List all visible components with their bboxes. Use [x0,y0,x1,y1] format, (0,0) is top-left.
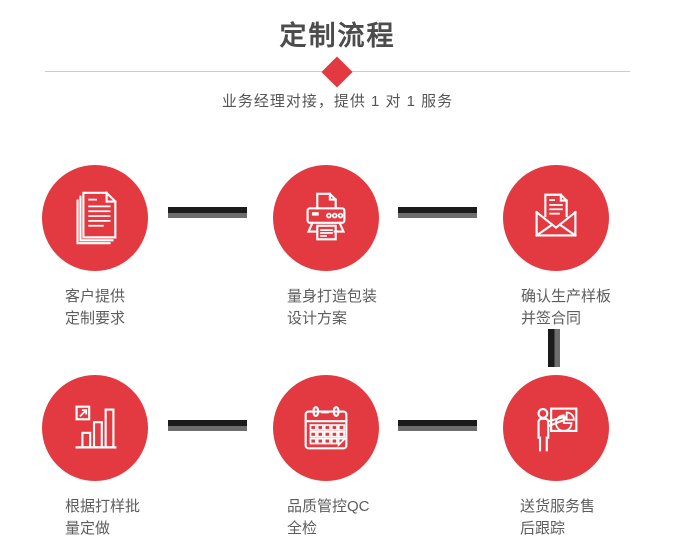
page-title: 定制流程 [279,21,396,51]
step-label-line: 品质管控QC [287,498,370,515]
step-label-line: 设计方案 [287,310,348,327]
connector-bar [168,420,247,431]
step-label-line: 后跟踪 [520,520,566,537]
step-label-1: 客户提供 定制要求 [65,286,125,330]
step-label-line: 根据打样批 [65,498,141,515]
step-label-3: 确认生产样板 并签合同 [521,286,611,330]
step-circle-5 [273,375,379,481]
step-circle-6 [503,375,609,481]
step-label-line: 客户提供 [65,288,126,305]
step-label-4: 根据打样批 量定做 [65,496,140,540]
calendar-icon [295,397,357,459]
step-label-line: 并签合同 [521,310,582,327]
connector-bar [168,207,247,218]
printer-icon [295,187,357,249]
step-label-line: 送货服务售 [520,498,596,515]
step-circle-1 [42,165,148,271]
step-circle-4 [42,375,148,481]
connector-bar [398,420,477,431]
page-subtitle: 业务经理对接，提供 1 对 1 服务 [221,93,454,110]
step-circle-2 [273,165,379,271]
documents-icon [64,187,126,249]
bar-chart-icon [64,397,126,459]
step-label-line: 全检 [287,520,318,537]
step-circle-3 [503,165,609,271]
presentation-icon [525,397,587,459]
step-label-line: 确认生产样板 [521,288,612,305]
step-label-2: 量身打造包装 设计方案 [287,286,377,330]
step-label-line: 量身打造包装 [287,288,378,305]
step-label-line: 量定做 [65,520,111,537]
step-label-line: 定制要求 [65,310,126,327]
connector-bar [398,207,477,218]
diamond-accent [321,56,353,88]
connector-vertical [548,329,560,367]
step-label-5: 品质管控QC 全检 [287,496,370,540]
step-label-6: 送货服务售 后跟踪 [520,496,595,540]
envelope-icon [525,187,587,249]
